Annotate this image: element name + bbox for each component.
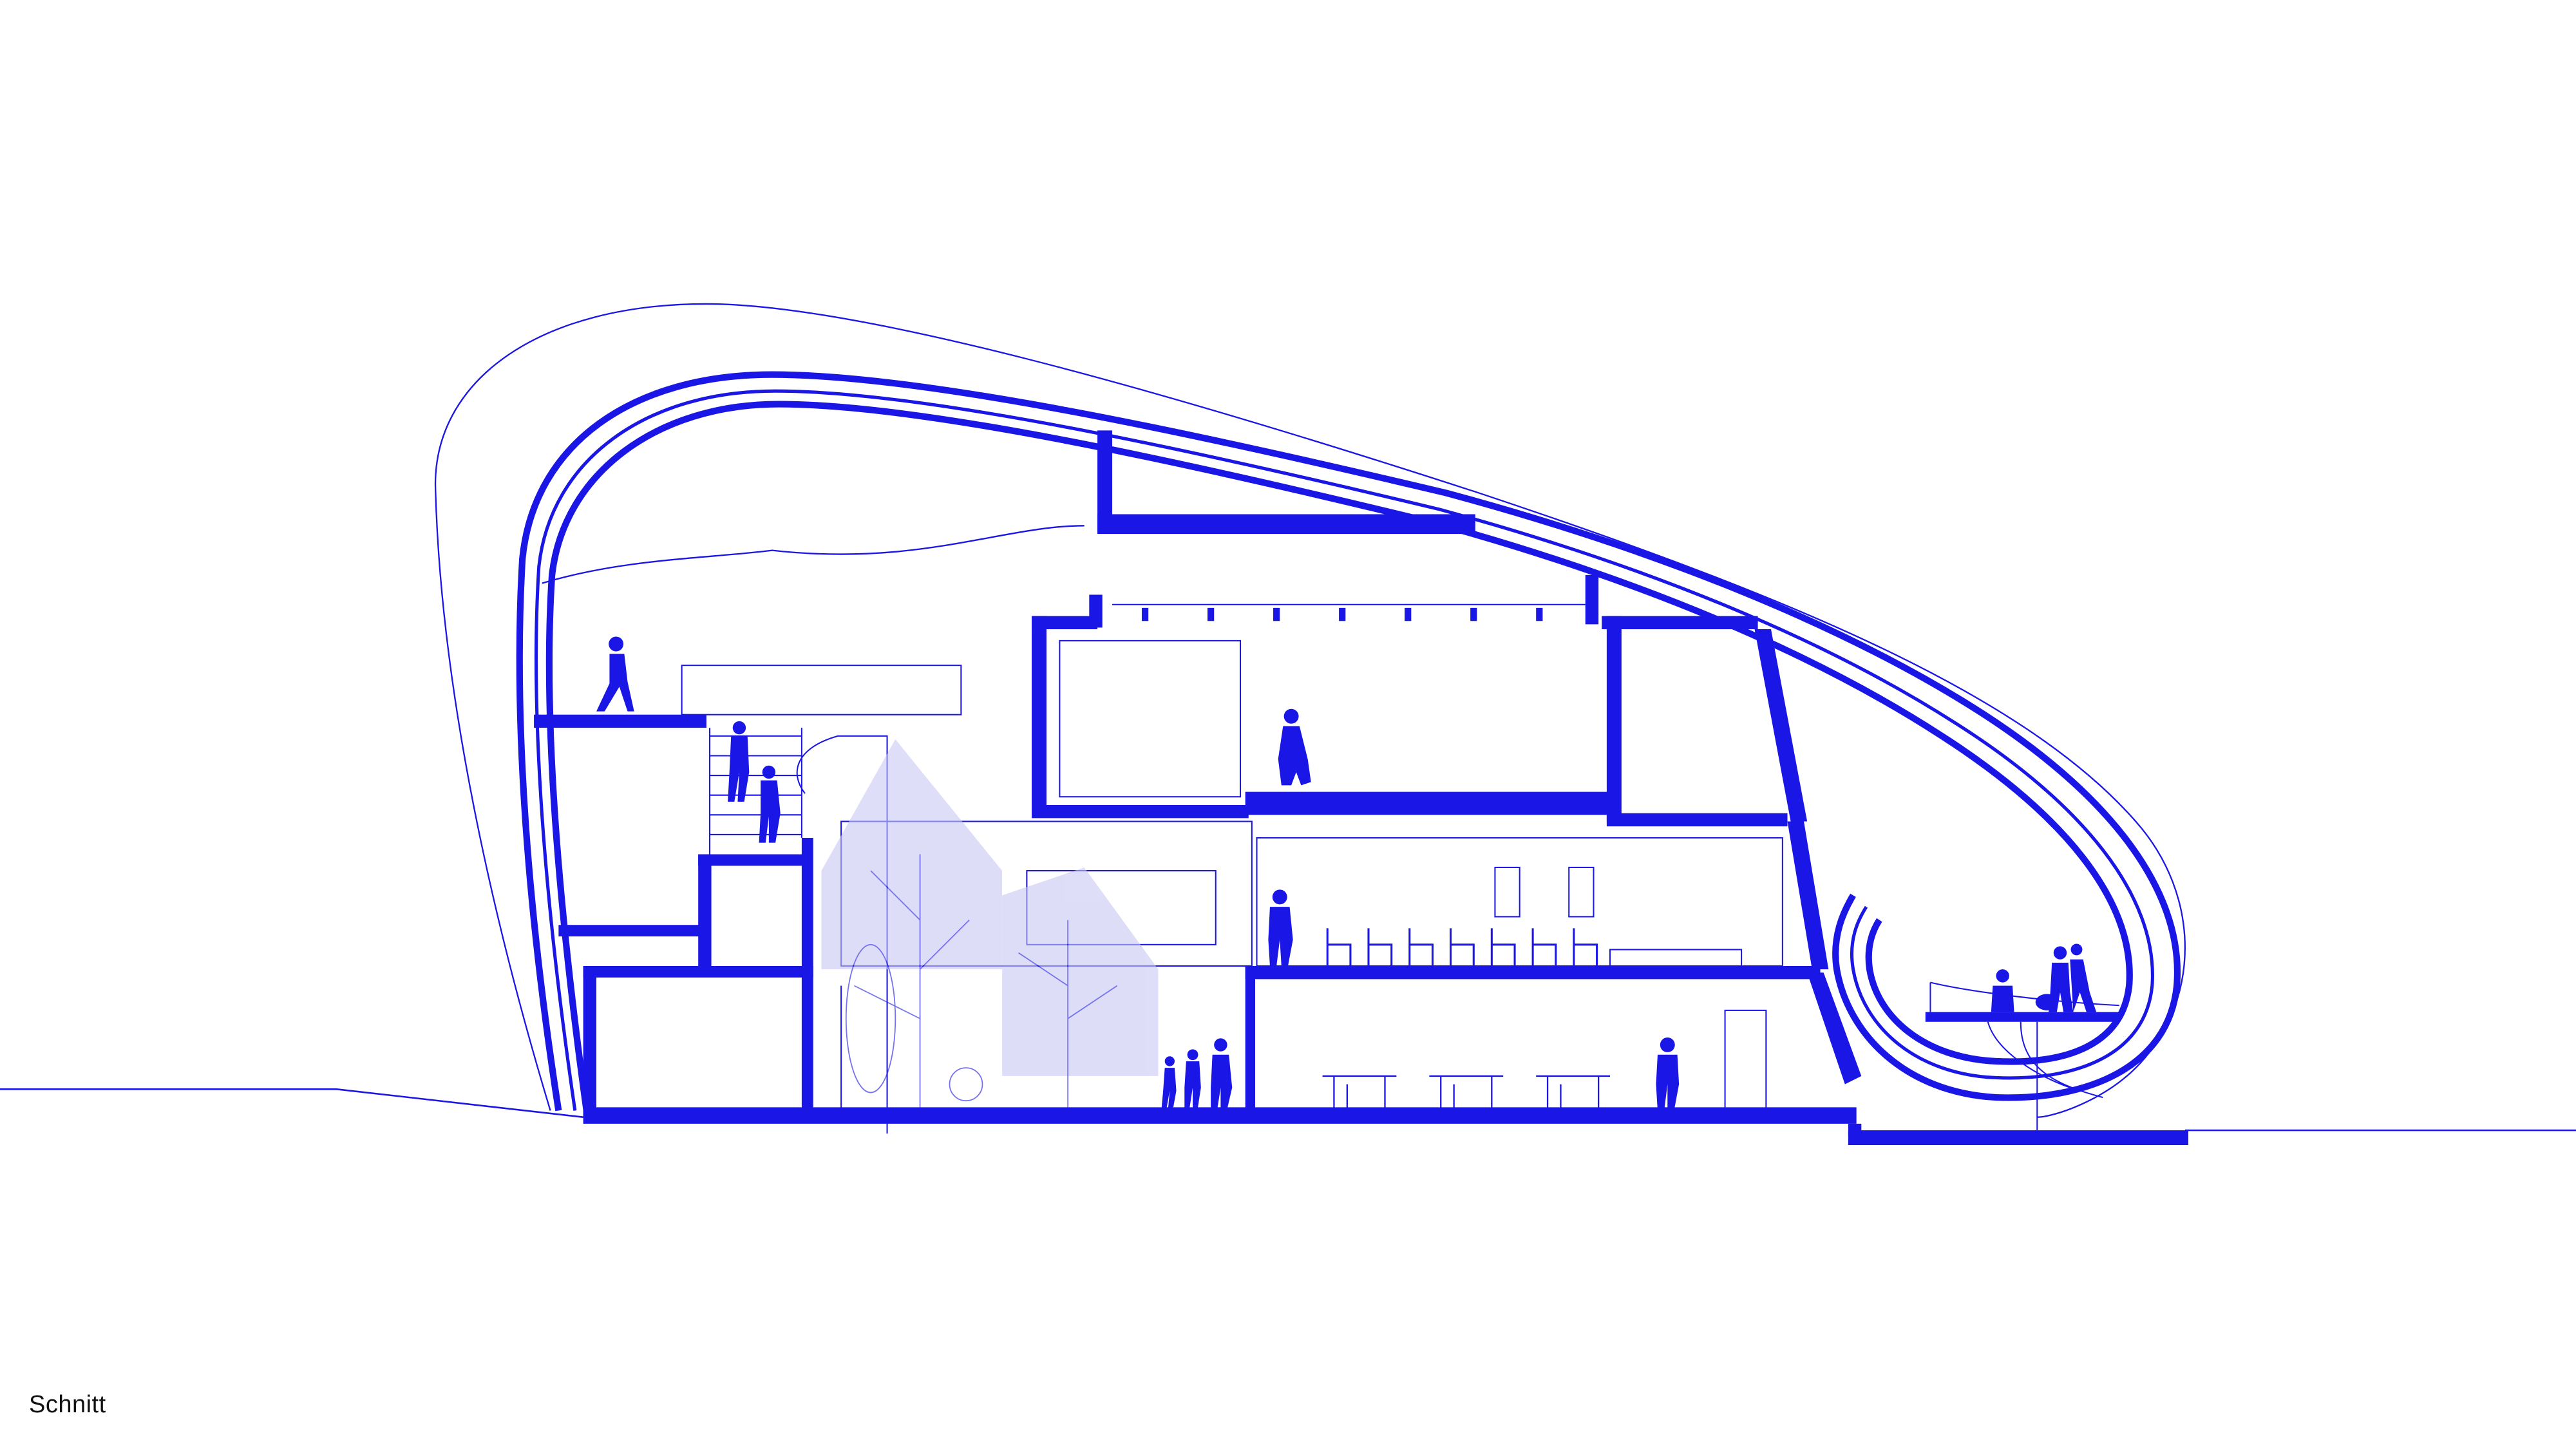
person-group-ground [1161, 1038, 1233, 1109]
people [596, 636, 2097, 1111]
ground-line [0, 1088, 2576, 1132]
shell-structure [516, 371, 2181, 1112]
person-middle-floor [1268, 889, 1293, 966]
person-terrace [1991, 943, 2097, 1012]
drawing-caption: Schnitt [29, 1391, 106, 1418]
chairs [1326, 928, 1598, 966]
tables [1322, 1075, 1610, 1109]
person-upper-left [596, 636, 634, 712]
interior-lines [681, 603, 2119, 1134]
shell-outer-line [434, 303, 2186, 1118]
person-ground-right [1656, 1037, 1680, 1111]
walls [583, 430, 1862, 1117]
spotlights [1141, 607, 1543, 621]
person-gallery [1278, 708, 1311, 786]
floor-slabs [534, 514, 2188, 1146]
person-stair [759, 765, 781, 843]
trees [821, 739, 1159, 1109]
person-stair-top [728, 721, 750, 802]
